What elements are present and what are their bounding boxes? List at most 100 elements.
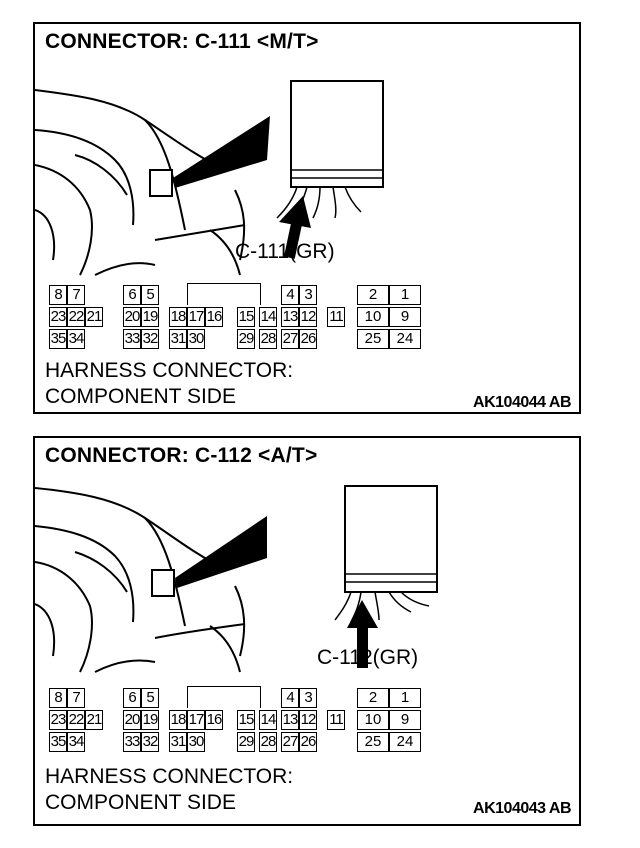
pin-26: 26 <box>299 329 317 349</box>
pin-26: 26 <box>299 732 317 752</box>
pin-19: 19 <box>141 307 159 327</box>
pin-29: 29 <box>237 329 255 349</box>
pin-4: 4 <box>281 688 299 708</box>
pin-34: 34 <box>67 329 85 349</box>
harness-caption: HARNESS CONNECTOR: COMPONENT SIDE <box>45 764 293 816</box>
dashboard-illustration <box>35 80 384 276</box>
pin-28: 28 <box>259 732 277 752</box>
connector-panel-c111: CONNECTOR: C-111 <M/T> <box>33 22 581 414</box>
panel-title: CONNECTOR: C-112 <A/T> <box>45 444 318 467</box>
pin-13: 13 <box>281 307 299 327</box>
pin-16: 16 <box>205 307 223 327</box>
pin-33: 33 <box>123 732 141 752</box>
pin-29: 29 <box>237 732 255 752</box>
pin-22: 22 <box>67 307 85 327</box>
pin-12: 12 <box>299 307 317 327</box>
pin-10: 10 <box>357 710 389 730</box>
pin-30: 30 <box>187 329 205 349</box>
pin-35: 35 <box>49 732 67 752</box>
pin-9: 9 <box>389 307 421 327</box>
dashboard-illustration <box>35 485 438 673</box>
pin-27: 27 <box>281 732 299 752</box>
caption-line1: HARNESS CONNECTOR: <box>45 359 294 382</box>
pin-11: 11 <box>327 307 345 327</box>
pin-1: 1 <box>389 688 421 708</box>
pin-20: 20 <box>123 307 141 327</box>
pin-18: 18 <box>169 710 187 730</box>
pin-2: 2 <box>357 688 389 708</box>
pin-2: 2 <box>357 285 389 305</box>
panel-title: CONNECTOR: C-111 <M/T> <box>45 30 319 53</box>
ecu-module <box>276 80 384 221</box>
pin-30: 30 <box>187 732 205 752</box>
pin-22: 22 <box>67 710 85 730</box>
pin-3: 3 <box>299 688 317 708</box>
pin-15: 15 <box>237 307 255 327</box>
key-slot <box>187 283 261 305</box>
pin-11: 11 <box>327 710 345 730</box>
pin-32: 32 <box>141 732 159 752</box>
pin-1: 1 <box>389 285 421 305</box>
pin-28: 28 <box>259 329 277 349</box>
pin-8: 8 <box>49 285 67 305</box>
pin-5: 5 <box>141 688 159 708</box>
pin-25: 25 <box>357 329 389 349</box>
pin-19: 19 <box>141 710 159 730</box>
pin-5: 5 <box>141 285 159 305</box>
connector-callout: C-111(GR) <box>235 240 335 263</box>
ecu-module <box>334 485 438 623</box>
caption-line1: HARNESS CONNECTOR: <box>45 765 294 788</box>
pin-34: 34 <box>67 732 85 752</box>
pin-23: 23 <box>49 307 67 327</box>
pin-16: 16 <box>205 710 223 730</box>
figure-code: AK104043 AB <box>473 800 571 817</box>
pin-6: 6 <box>123 285 141 305</box>
pin-4: 4 <box>281 285 299 305</box>
pin-14: 14 <box>259 710 277 730</box>
pin-10: 10 <box>357 307 389 327</box>
pointer-wedge <box>173 116 270 188</box>
connector-panel-c112: CONNECTOR: C-112 <A/T> <box>33 436 581 826</box>
dashboard-outline <box>35 487 226 570</box>
pin-8: 8 <box>49 688 67 708</box>
caption-line2: COMPONENT SIDE <box>45 791 236 814</box>
pin-18: 18 <box>169 307 187 327</box>
pin-17: 17 <box>187 710 205 730</box>
pin-21: 21 <box>85 710 103 730</box>
mounted-connector <box>151 569 175 597</box>
pin-9: 9 <box>389 710 421 730</box>
pin-31: 31 <box>169 329 187 349</box>
pin-15: 15 <box>237 710 255 730</box>
pin-25: 25 <box>357 732 389 752</box>
pin-12: 12 <box>299 710 317 730</box>
pin-24: 24 <box>389 732 421 752</box>
key-slot <box>187 686 261 708</box>
pin-20: 20 <box>123 710 141 730</box>
pin-grid: 8 7 6 5 4 3 2 1 23 22 21 20 19 18 17 16 … <box>47 281 427 357</box>
pin-14: 14 <box>259 307 277 327</box>
pin-24: 24 <box>389 329 421 349</box>
pin-17: 17 <box>187 307 205 327</box>
pointer-arrow <box>279 196 311 259</box>
pin-3: 3 <box>299 285 317 305</box>
dashboard-outline <box>35 89 226 171</box>
pointer-arrow <box>347 600 378 668</box>
pin-31: 31 <box>169 732 187 752</box>
harness-caption: HARNESS CONNECTOR: COMPONENT SIDE <box>45 358 293 410</box>
pointer-wedge <box>175 516 267 588</box>
pin-23: 23 <box>49 710 67 730</box>
pin-grid: 8 7 6 5 4 3 2 1 23 22 21 20 19 18 17 16 … <box>47 684 427 760</box>
pin-7: 7 <box>67 285 85 305</box>
pin-7: 7 <box>67 688 85 708</box>
pin-35: 35 <box>49 329 67 349</box>
pin-27: 27 <box>281 329 299 349</box>
pin-32: 32 <box>141 329 159 349</box>
pin-6: 6 <box>123 688 141 708</box>
mounted-connector <box>149 169 173 197</box>
pin-33: 33 <box>123 329 141 349</box>
pin-21: 21 <box>85 307 103 327</box>
caption-line2: COMPONENT SIDE <box>45 385 236 408</box>
pin-13: 13 <box>281 710 299 730</box>
connector-callout: C-112(GR) <box>317 646 419 669</box>
figure-code: AK104044 AB <box>473 394 571 411</box>
